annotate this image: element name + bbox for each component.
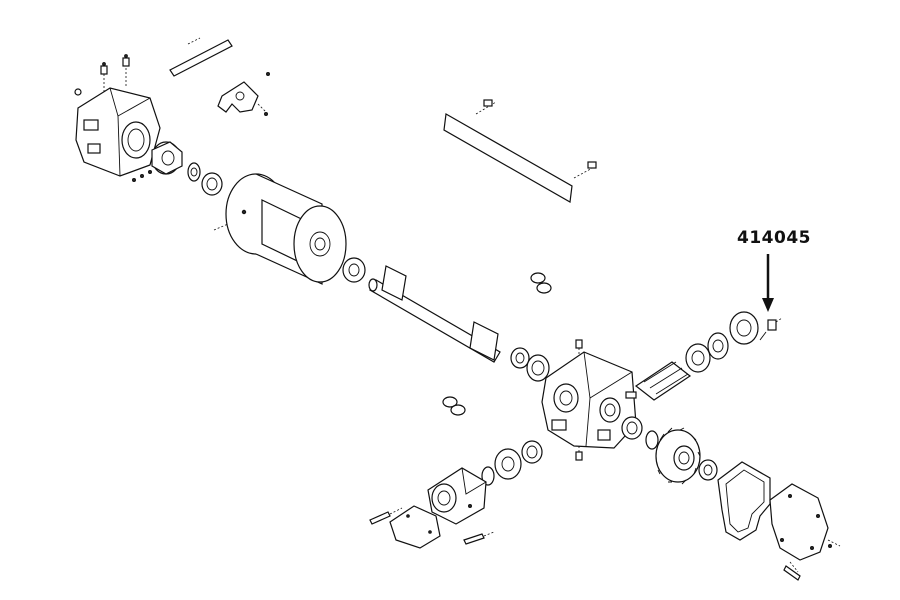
washer-gear xyxy=(645,430,659,450)
worm-gear xyxy=(655,427,701,485)
callout-bolt-414045 xyxy=(759,317,783,341)
motor-adapter xyxy=(427,467,487,525)
bushing-after-gear xyxy=(698,459,718,481)
part-number-callout: 414045 xyxy=(737,228,811,248)
washer-left-1 xyxy=(187,162,201,182)
bushing-right-of-drum xyxy=(342,257,366,283)
set-screw-upper xyxy=(530,272,552,294)
small-pins-left xyxy=(131,169,152,182)
shifter-rod xyxy=(169,37,233,77)
callout-arrow xyxy=(762,254,774,312)
worm-bearing xyxy=(685,343,711,373)
motor-cover-plate xyxy=(389,505,441,549)
grease-fitting-lower xyxy=(575,446,583,461)
end-housing-left xyxy=(74,87,161,177)
bearing-cup xyxy=(707,332,729,360)
worm-shaft xyxy=(625,361,692,401)
shift-fork xyxy=(217,72,270,117)
cover-plate xyxy=(769,483,841,561)
clutch-coupler xyxy=(151,141,183,175)
tie-bar xyxy=(443,99,597,203)
bushing-left xyxy=(201,172,223,196)
grease-fitting xyxy=(575,339,583,362)
set-screw-lower xyxy=(442,396,466,416)
motor-bolts xyxy=(369,507,495,545)
cover-screw xyxy=(783,561,801,581)
washer-shaft-1 xyxy=(510,347,530,369)
drum-shaft xyxy=(368,265,501,363)
end-cap-right xyxy=(729,311,759,345)
housing-bolts xyxy=(100,54,130,92)
gear-housing xyxy=(541,351,637,449)
bushing-gear xyxy=(621,416,643,440)
gasket xyxy=(717,461,771,541)
cable-drum xyxy=(213,173,347,285)
bearing-motor-side xyxy=(521,440,543,464)
bearing-shaft xyxy=(526,354,550,382)
washer-motor-side xyxy=(481,466,495,486)
bearing-retainer xyxy=(494,448,522,480)
